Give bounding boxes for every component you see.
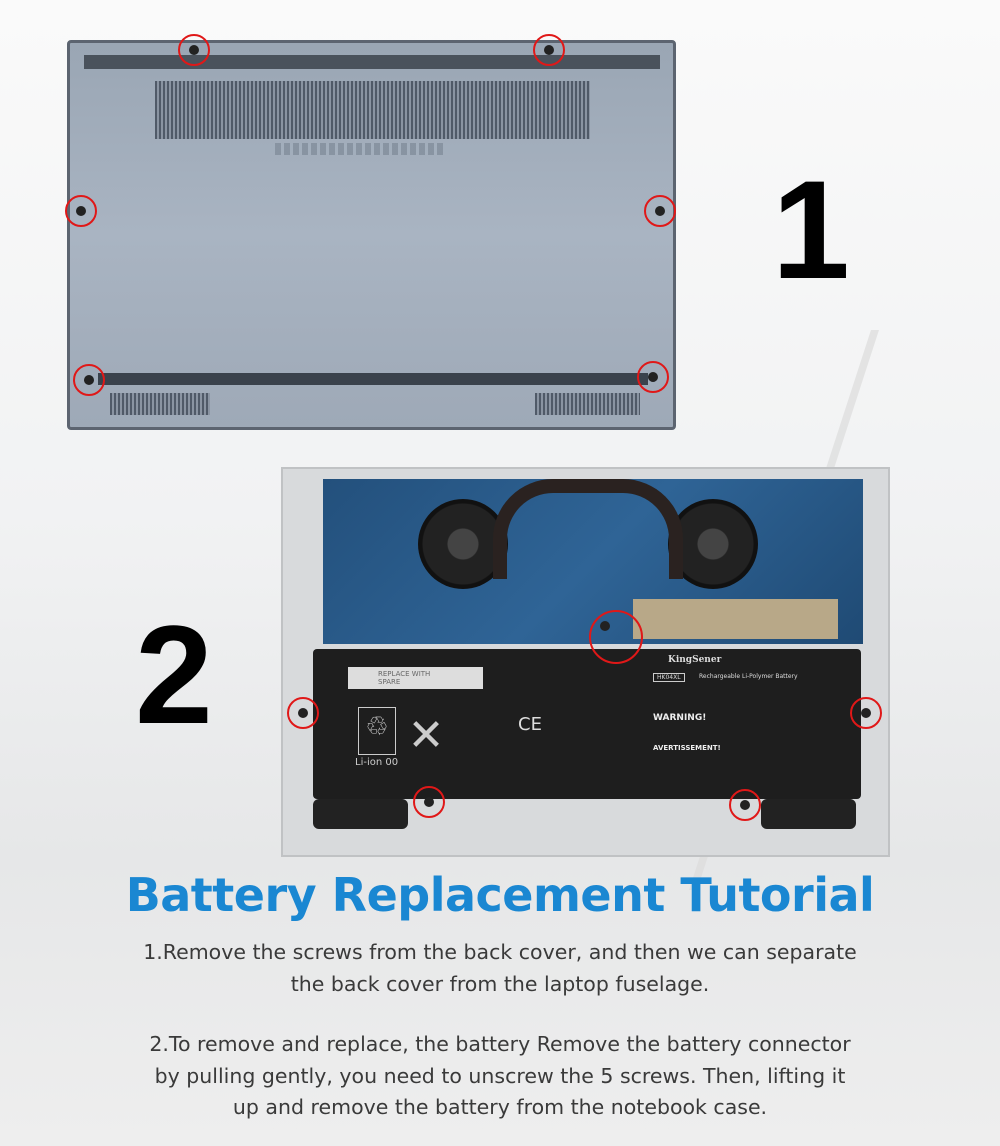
screw-marker (850, 697, 882, 729)
step1-line: 1.Remove the screws from the back cover,… (143, 940, 857, 964)
recycle-icon: ♲ (358, 707, 396, 755)
laptop-internals: REPLACE WITH SPARE ♲ Li-ion 00 ✕ CE King… (281, 467, 890, 857)
screw-marker (178, 34, 210, 66)
bottom-bar (98, 373, 648, 385)
screw-marker (65, 195, 97, 227)
battery-warning-fr: AVERTISSEMENT! (653, 744, 721, 752)
weee-bin-icon: ✕ (407, 710, 445, 761)
step2-line: by pulling gently, you need to unscrew t… (154, 1063, 846, 1088)
hinge-bar (84, 55, 660, 69)
step2-line: up and remove the battery from the noteb… (232, 1095, 768, 1119)
regulatory-marks (275, 143, 445, 155)
battery-brand: KingSener (668, 655, 722, 665)
battery-model: HK04XL (653, 673, 685, 682)
screw-marker (729, 789, 761, 821)
battery: REPLACE WITH SPARE ♲ Li-ion 00 ✕ CE King… (313, 649, 861, 799)
recycle-label: Li-ion 00 (355, 757, 399, 768)
screw-marker (413, 786, 445, 818)
step1-line: the back cover from the laptop fuselage. (290, 971, 710, 996)
left-vent (110, 393, 210, 415)
step2-text: 2.To remove and replace, the battery Rem… (0, 1029, 1000, 1124)
heatpipe (493, 479, 683, 579)
ce-mark: CE (518, 714, 542, 735)
step-number-2: 2 (135, 596, 213, 753)
screw-marker (73, 364, 105, 396)
fan-right (668, 499, 758, 589)
page-title: Battery Replacement Tutorial (125, 868, 875, 922)
top-vent (155, 81, 590, 139)
screw-marker (644, 195, 676, 227)
screw-marker (287, 697, 319, 729)
screw-marker (637, 361, 669, 393)
battery-connector-marker (589, 610, 643, 664)
step2-line: 2.To remove and replace, the battery Rem… (149, 1032, 851, 1056)
battery-type: Rechargeable Li-Polymer Battery (699, 673, 798, 680)
screw-marker (533, 34, 565, 66)
battery-sticker: REPLACE WITH SPARE (348, 667, 483, 689)
battery-warning: WARNING! (653, 713, 707, 723)
laptop-back-cover (67, 40, 676, 430)
step1-text: 1.Remove the screws from the back cover,… (0, 937, 1000, 1000)
speaker-right (761, 799, 856, 829)
ssd (633, 599, 838, 639)
right-vent (535, 393, 640, 415)
speaker-left (313, 799, 408, 829)
step-number-1: 1 (772, 151, 850, 308)
